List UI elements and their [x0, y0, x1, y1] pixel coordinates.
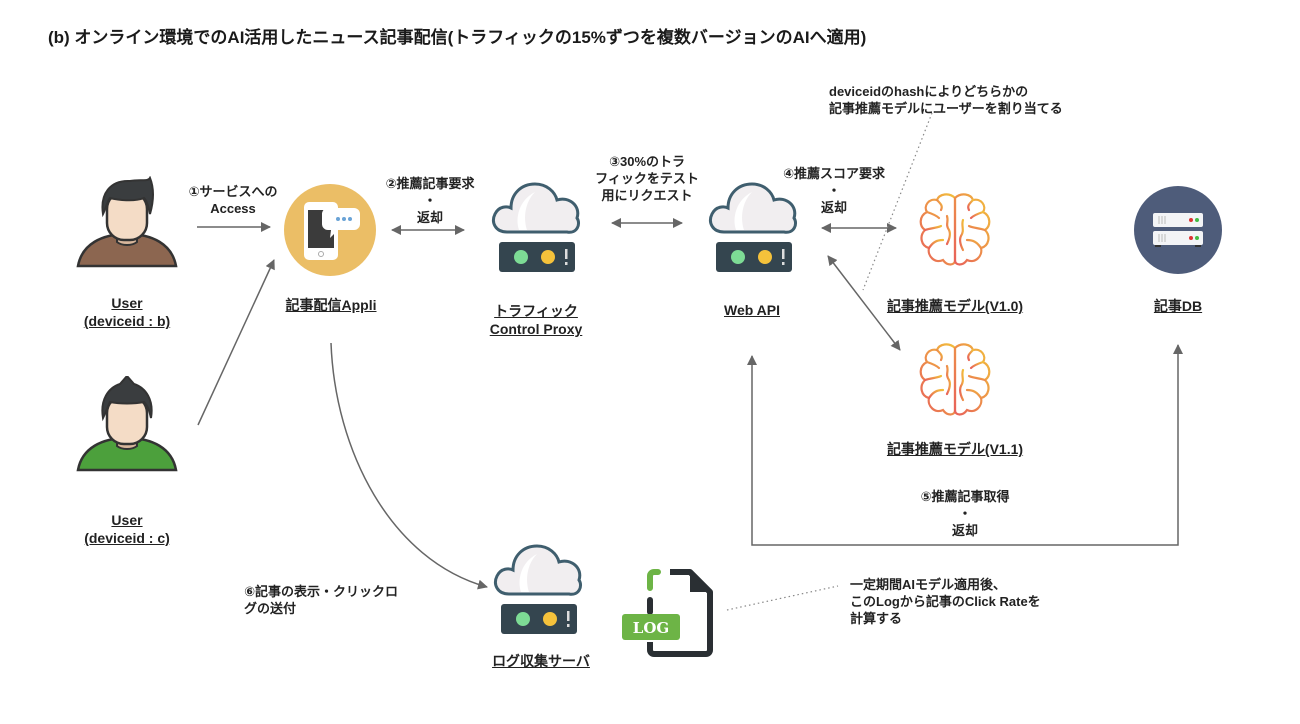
user-b-label-line2: (deviceid : b) [83, 313, 171, 329]
step1-line1: ①サービスへの [188, 184, 278, 199]
ctr-note-line1: 一定期間AIモデル適用後、 [850, 577, 1007, 592]
step6-line1: ⑥記事の表示・クリックロ [244, 584, 399, 599]
step4-line1: ④推薦スコア要求 [782, 166, 886, 181]
step4-line2: ・ [827, 183, 841, 198]
hash-note-line1: deviceidのhashによりどちらかの [829, 84, 1029, 99]
click-rate-note: 一定期間AIモデル適用後、 このLogから記事のClick Rateを 計算する [850, 576, 1041, 627]
step3-label: ③30%のトラ フィックをテスト 用にリクエスト [595, 153, 699, 204]
model-v10-label: 記事推薦モデル(V1.0) [886, 298, 1024, 314]
step5-line3: 返却 [951, 523, 979, 538]
step4-line3: 返却 [820, 200, 848, 215]
proxy-label: トラフィック Control Proxy [490, 302, 583, 338]
brain-model-v11-icon [919, 343, 991, 416]
step5-line1: ⑤推薦記事取得 [920, 489, 1010, 504]
step3-line2: フィックをテスト [595, 171, 699, 186]
user-b-label: User (deviceid : b) [84, 294, 170, 330]
step2-line3: 返却 [416, 210, 444, 225]
step2-line2: ・ [423, 193, 437, 208]
step5-label: ⑤推薦記事取得 ・ 返却 [920, 488, 1009, 539]
log-server-cloud-server-icon [494, 544, 583, 634]
db-label: 記事DB [1153, 298, 1203, 314]
arrow-user-c-to-app [197, 259, 275, 426]
log-server-label: ログ収集サーバ [492, 653, 590, 669]
step4-label: ④推薦スコア要求 ・ 返却 [783, 165, 885, 216]
step1-label: ①サービスへの Access [188, 183, 277, 217]
user-c-label: User (deviceid : c) [84, 511, 170, 547]
mobile-app-icon [284, 184, 376, 276]
step3-line3: 用にリクエスト [601, 188, 693, 203]
ctr-note-line2: このLogから記事のClick Rateを [850, 594, 1041, 609]
arrow-webapi-model-v11 [827, 255, 901, 351]
ctr-note-line3: 計算する [850, 611, 903, 626]
app-label: 記事配信Appli [285, 297, 377, 313]
proxy-label-line2: Control Proxy [489, 321, 583, 337]
proxy-cloud-server-icon [492, 182, 581, 272]
user-b-avatar-icon [76, 176, 178, 268]
model-v11-label: 記事推薦モデル(V1.1) [886, 441, 1024, 457]
brain-model-v10-icon [919, 193, 991, 266]
step3-line1: ③30%のトラ [608, 154, 686, 169]
step2-line1: ②推薦記事要求 [385, 176, 475, 191]
step6-line2: グの送付 [244, 601, 297, 616]
webapi-label: Web API [723, 302, 781, 318]
database-server-icon [1134, 186, 1222, 274]
webapi-cloud-server-icon [709, 182, 798, 272]
log-file-icon: LOG [622, 569, 713, 657]
step2-label: ②推薦記事要求 ・ 返却 [385, 175, 474, 226]
arrow-app-to-log-server [330, 342, 488, 590]
user-c-avatar-icon [76, 376, 178, 472]
arrow-webapi-db [747, 344, 1183, 546]
log-badge-text: LOG [633, 619, 669, 637]
step6-label: ⑥記事の表示・クリックロ グの送付 [244, 583, 398, 617]
step5-line2: ・ [958, 506, 972, 521]
step1-line2: Access [210, 201, 256, 216]
proxy-label-line1: トラフィック [494, 303, 578, 319]
ctr-note-leader [726, 585, 839, 611]
user-c-label-line1: User [111, 512, 143, 528]
user-c-label-line2: (deviceid : c) [84, 530, 170, 546]
hash-assignment-note: deviceidのhashによりどちらかの 記事推薦モデルにユーザーを割り当てる [829, 83, 1063, 117]
diagram-title: (b) オンライン環境でのAI活用したニュース記事配信(トラフィックの15%ずつ… [48, 28, 867, 47]
hash-note-line2: 記事推薦モデルにユーザーを割り当てる [829, 101, 1063, 116]
hash-note-leader [862, 112, 933, 291]
user-b-label-line1: User [111, 295, 143, 311]
